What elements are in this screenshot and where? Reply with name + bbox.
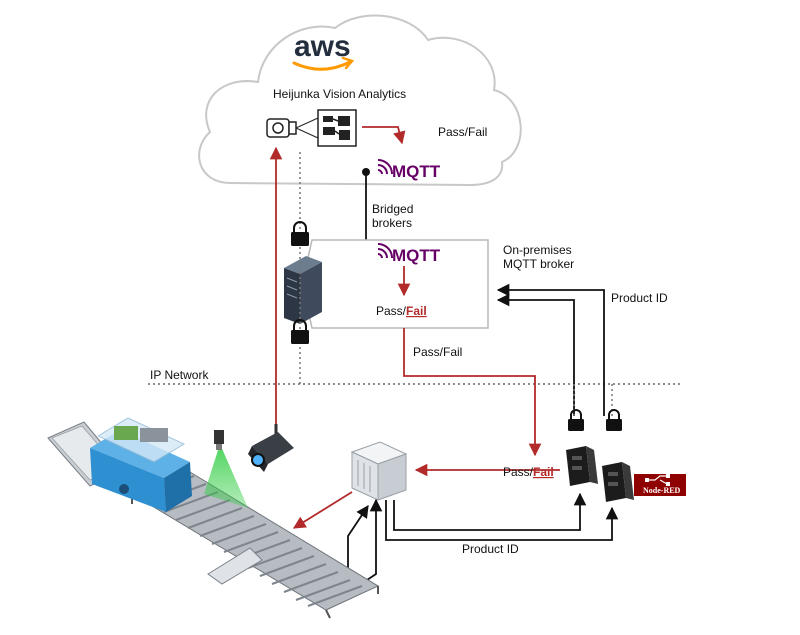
nodered-badge: Node-RED (634, 474, 686, 496)
aws-logo: aws (292, 30, 355, 71)
industrial-camera-icon (248, 424, 294, 472)
cloud-pass-fail-label: Pass/Fail (438, 125, 487, 139)
onprem-title-line2: MQTT broker (503, 257, 574, 271)
nodered-to-broker-arrow (496, 283, 605, 416)
plc-fail-text: Fail (533, 465, 554, 479)
onprem-pass-text: Pass/ (376, 304, 407, 318)
aws-smile-icon (292, 60, 352, 71)
io-module-icon (566, 446, 598, 486)
aws-logo-text: aws (294, 30, 351, 63)
ip-network-label: IP Network (150, 368, 209, 382)
lock-icon (568, 409, 584, 431)
onprem-mqtt-logo: MQTT (377, 243, 441, 265)
plc-controller-icon (350, 441, 408, 501)
product-id-bottom-label: Product ID (462, 542, 519, 556)
cloud-mqtt-logo: MQTT (377, 159, 441, 181)
onprem-mqtt-text: MQTT (392, 246, 441, 265)
conveyor-sensor-to-plc-arrow (363, 498, 383, 583)
nodered-io-module-icon (602, 462, 634, 502)
mqtt-signal-icon (377, 243, 393, 259)
nodered-badge-text: Node-RED (643, 486, 681, 495)
conveyor-to-plc-arrow (347, 504, 369, 576)
cloud-pass-fail-arrow (362, 126, 406, 145)
broker-to-plc-pass-fail-arrow (403, 328, 542, 457)
mqtt-signal-icon (377, 159, 393, 175)
vision-scan-beam (204, 444, 248, 508)
plc-pass-text: Pass/ (503, 465, 534, 479)
reject-diverter (207, 547, 263, 585)
conveyor-line (47, 417, 380, 619)
sensor-icon (214, 430, 224, 450)
product-id-top-label: Product ID (611, 291, 668, 305)
io-module-to-broker-arrow (496, 293, 575, 416)
plc-to-diverter-arrow (292, 491, 353, 529)
plc-pass-fail-text: Pass/Fail (503, 465, 554, 479)
cloud-app-title: Heijunka Vision Analytics (273, 87, 406, 101)
aws-cloud (198, 14, 522, 187)
onprem-pass-fail-text: Pass/Fail (376, 304, 427, 318)
bridge-label-line1: Bridged (372, 202, 413, 216)
plc-to-io-module-arrow (393, 492, 587, 531)
lock-icon (606, 409, 622, 431)
nodered-flow-icon (648, 475, 668, 485)
onprem-title-line1: On-premises (503, 243, 572, 257)
cloud-mqtt-text: MQTT (392, 162, 441, 181)
lock-icon (291, 319, 309, 344)
server-icon (284, 256, 322, 324)
plc-to-nodered-arrow (385, 500, 619, 541)
lock-icon (291, 221, 309, 246)
bridge-label-line2: brokers (372, 216, 412, 230)
analytics-processor-icon (317, 109, 357, 147)
vision-camera-icon (266, 118, 297, 138)
onprem-fail-text: Fail (406, 304, 427, 318)
broker-pass-fail-label: Pass/Fail (413, 345, 462, 359)
